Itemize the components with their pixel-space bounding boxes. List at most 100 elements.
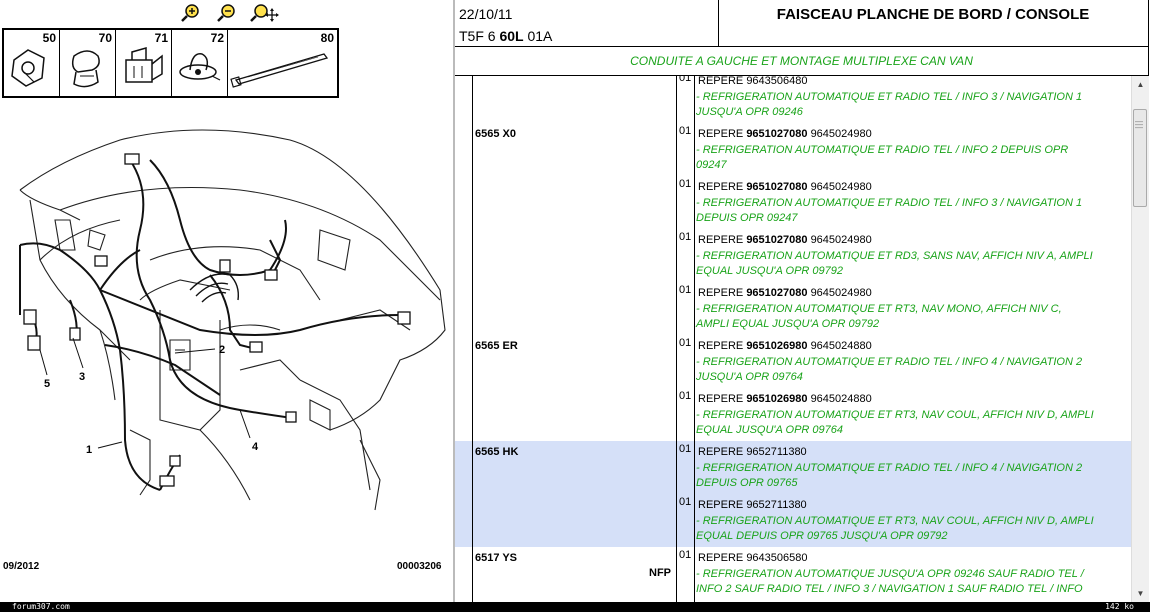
part-number[interactable]: 9645024880 bbox=[810, 393, 872, 405]
header-code: T5F 6 60L 01A bbox=[459, 28, 553, 44]
parts-list-pane: 22/10/11 T5F 6 60L 01A FAISCEAU PLANCHE … bbox=[455, 0, 1150, 602]
quantity: 01 bbox=[679, 496, 692, 508]
column-divider bbox=[676, 76, 677, 602]
quantity: 01 bbox=[679, 390, 692, 402]
part-number[interactable]: 9643506480 bbox=[746, 76, 808, 87]
part-70[interactable]: 70 bbox=[60, 30, 116, 96]
diagram-pane: 50 70 71 72 bbox=[0, 0, 453, 602]
part-number[interactable]: 9645024980 bbox=[810, 128, 872, 140]
table-row[interactable]: 01 REPERE 9651027080 9645024980 - REFRIGER… bbox=[455, 176, 1131, 229]
table-row[interactable]: 6565 ER 01 REPERE 9651026980 9645024880 - R… bbox=[455, 335, 1131, 388]
part-71[interactable]: 71 bbox=[116, 30, 172, 96]
reference-code: 6565 HK bbox=[475, 446, 519, 458]
condition-banner: CONDUITE A GAUCHE ET MONTAGE MULTIPLEXE … bbox=[455, 47, 1149, 76]
callout-1: 1 bbox=[86, 444, 92, 456]
parts-table: 01 REPERE 9643506480 - REFRIGERATION AUTOM… bbox=[455, 76, 1131, 602]
fastener-icon bbox=[179, 53, 221, 81]
repere-line: REPERE 9651027080 9645024980 bbox=[698, 128, 872, 140]
table-row[interactable]: 01 REPERE 9651026980 9645024880 - REFRIGER… bbox=[455, 388, 1131, 441]
file-size: 142 ko bbox=[1105, 602, 1134, 611]
repere-line: REPERE 9651026980 9645024880 bbox=[698, 340, 872, 352]
row-description: - REFRIGERATION AUTOMATIQUE ET RADIO TEL… bbox=[696, 197, 1083, 224]
parts-legend: 50 70 71 72 bbox=[2, 28, 339, 98]
part-number[interactable]: 9645024880 bbox=[810, 340, 872, 352]
part-50[interactable]: 50 bbox=[4, 30, 60, 96]
part-80[interactable]: 80 bbox=[228, 30, 337, 96]
cable-clip-icon bbox=[71, 50, 100, 88]
repere-line: REPERE 9651027080 9645024980 bbox=[698, 234, 872, 246]
repere-line: REPERE 9643506480 bbox=[698, 76, 808, 87]
vertical-scrollbar[interactable]: ▲ ——— ▼ bbox=[1131, 76, 1149, 602]
clip-icon bbox=[11, 49, 45, 87]
nfp-flag: NFP bbox=[649, 567, 671, 579]
repere-line: REPERE 9651027080 9645024980 bbox=[698, 181, 872, 193]
part-number-bold[interactable]: 9651027080 bbox=[746, 128, 808, 140]
part-number: 72 bbox=[210, 31, 224, 45]
site-label: forum307.com bbox=[12, 602, 70, 611]
part-number: 80 bbox=[320, 31, 334, 45]
zoom-in-icon[interactable] bbox=[180, 3, 202, 23]
part-number[interactable]: 9643506580 bbox=[746, 552, 808, 564]
quantity: 01 bbox=[679, 443, 692, 455]
cable-tie-icon bbox=[230, 53, 329, 88]
scroll-up-icon[interactable]: ▲ bbox=[1136, 80, 1145, 89]
row-description: - REFRIGERATION AUTOMATIQUE ET RT3, NAV … bbox=[696, 409, 1094, 436]
part-number: 70 bbox=[98, 31, 112, 45]
part-number[interactable]: 9645024980 bbox=[810, 181, 872, 193]
column-divider bbox=[694, 76, 695, 602]
part-number: 71 bbox=[154, 31, 168, 45]
row-description: - REFRIGERATION AUTOMATIQUE ET RADIO TEL… bbox=[696, 356, 1083, 383]
part-number-bold[interactable]: 9651027080 bbox=[746, 287, 808, 299]
column-divider bbox=[472, 76, 473, 602]
repere-line: REPERE 9651027080 9645024980 bbox=[698, 287, 872, 299]
page-title: FAISCEAU PLANCHE DE BORD / CONSOLE bbox=[776, 6, 1090, 23]
reference-code: 6565 ER bbox=[475, 340, 518, 352]
quantity: 01 bbox=[679, 284, 692, 296]
repere-line: REPERE 9651026980 9645024880 bbox=[698, 393, 872, 405]
part-number[interactable]: 9645024980 bbox=[810, 234, 872, 246]
part-72[interactable]: 72 bbox=[172, 30, 228, 96]
header-separator bbox=[718, 0, 719, 46]
scroll-down-icon[interactable]: ▼ bbox=[1136, 589, 1145, 598]
pane-divider[interactable] bbox=[453, 0, 455, 602]
diagram-code: 00003206 bbox=[397, 561, 442, 572]
table-row[interactable]: 01 REPERE 9651027080 9645024980 - REFRIGER… bbox=[455, 229, 1131, 282]
callout-3: 3 bbox=[79, 371, 85, 383]
part-number[interactable]: 9645024980 bbox=[810, 287, 872, 299]
row-description: - REFRIGERATION AUTOMATIQUE ET RADIO TEL… bbox=[696, 144, 1069, 171]
reference-code: 6565 X0 bbox=[475, 128, 516, 140]
zoom-out-icon[interactable] bbox=[216, 3, 238, 23]
repere-line: REPERE 9652711380 bbox=[698, 499, 807, 511]
callout-5: 5 bbox=[44, 378, 50, 390]
part-number-bold[interactable]: 9651027080 bbox=[746, 234, 808, 246]
quantity: 01 bbox=[679, 76, 692, 84]
quantity: 01 bbox=[679, 337, 692, 349]
scroll-thumb[interactable] bbox=[1133, 109, 1147, 207]
parts-header: 22/10/11 T5F 6 60L 01A FAISCEAU PLANCHE … bbox=[455, 0, 1149, 47]
header-date: 22/10/11 bbox=[459, 6, 513, 22]
grip-icon: ——— bbox=[1135, 117, 1143, 132]
status-bar: forum307.com 142 ko bbox=[0, 602, 1150, 612]
holder-icon bbox=[125, 47, 163, 83]
quantity: 01 bbox=[679, 231, 692, 243]
row-description: - REFRIGERATION AUTOMATIQUE ET RD3, SANS… bbox=[696, 250, 1093, 277]
row-description: - REFRIGERATION AUTOMATIQUE JUSQU'A OPR … bbox=[696, 568, 1084, 595]
part-number[interactable]: 9652711380 bbox=[746, 446, 807, 458]
quantity: 01 bbox=[679, 178, 692, 190]
row-description: - REFRIGERATION AUTOMATIQUE ET RADIO TEL… bbox=[696, 91, 1083, 118]
part-number[interactable]: 9652711380 bbox=[746, 499, 807, 511]
row-description: - REFRIGERATION AUTOMATIQUE ET RT3, NAV … bbox=[696, 303, 1062, 330]
zoom-move-icon[interactable] bbox=[250, 3, 280, 23]
quantity: 01 bbox=[679, 549, 692, 561]
part-number-bold[interactable]: 9651026980 bbox=[746, 340, 808, 352]
part-number-bold[interactable]: 9651026980 bbox=[746, 393, 808, 405]
callout-2: 2 bbox=[219, 344, 225, 356]
part-number-bold[interactable]: 9651027080 bbox=[746, 181, 808, 193]
table-row[interactable]: 01 REPERE 9651027080 9645024980 - REFRIGER… bbox=[455, 282, 1131, 335]
table-row[interactable]: 01 REPERE 9643506480 - REFRIGERATION AUTOM… bbox=[455, 76, 1131, 123]
repere-line: REPERE 9643506580 bbox=[698, 552, 808, 564]
